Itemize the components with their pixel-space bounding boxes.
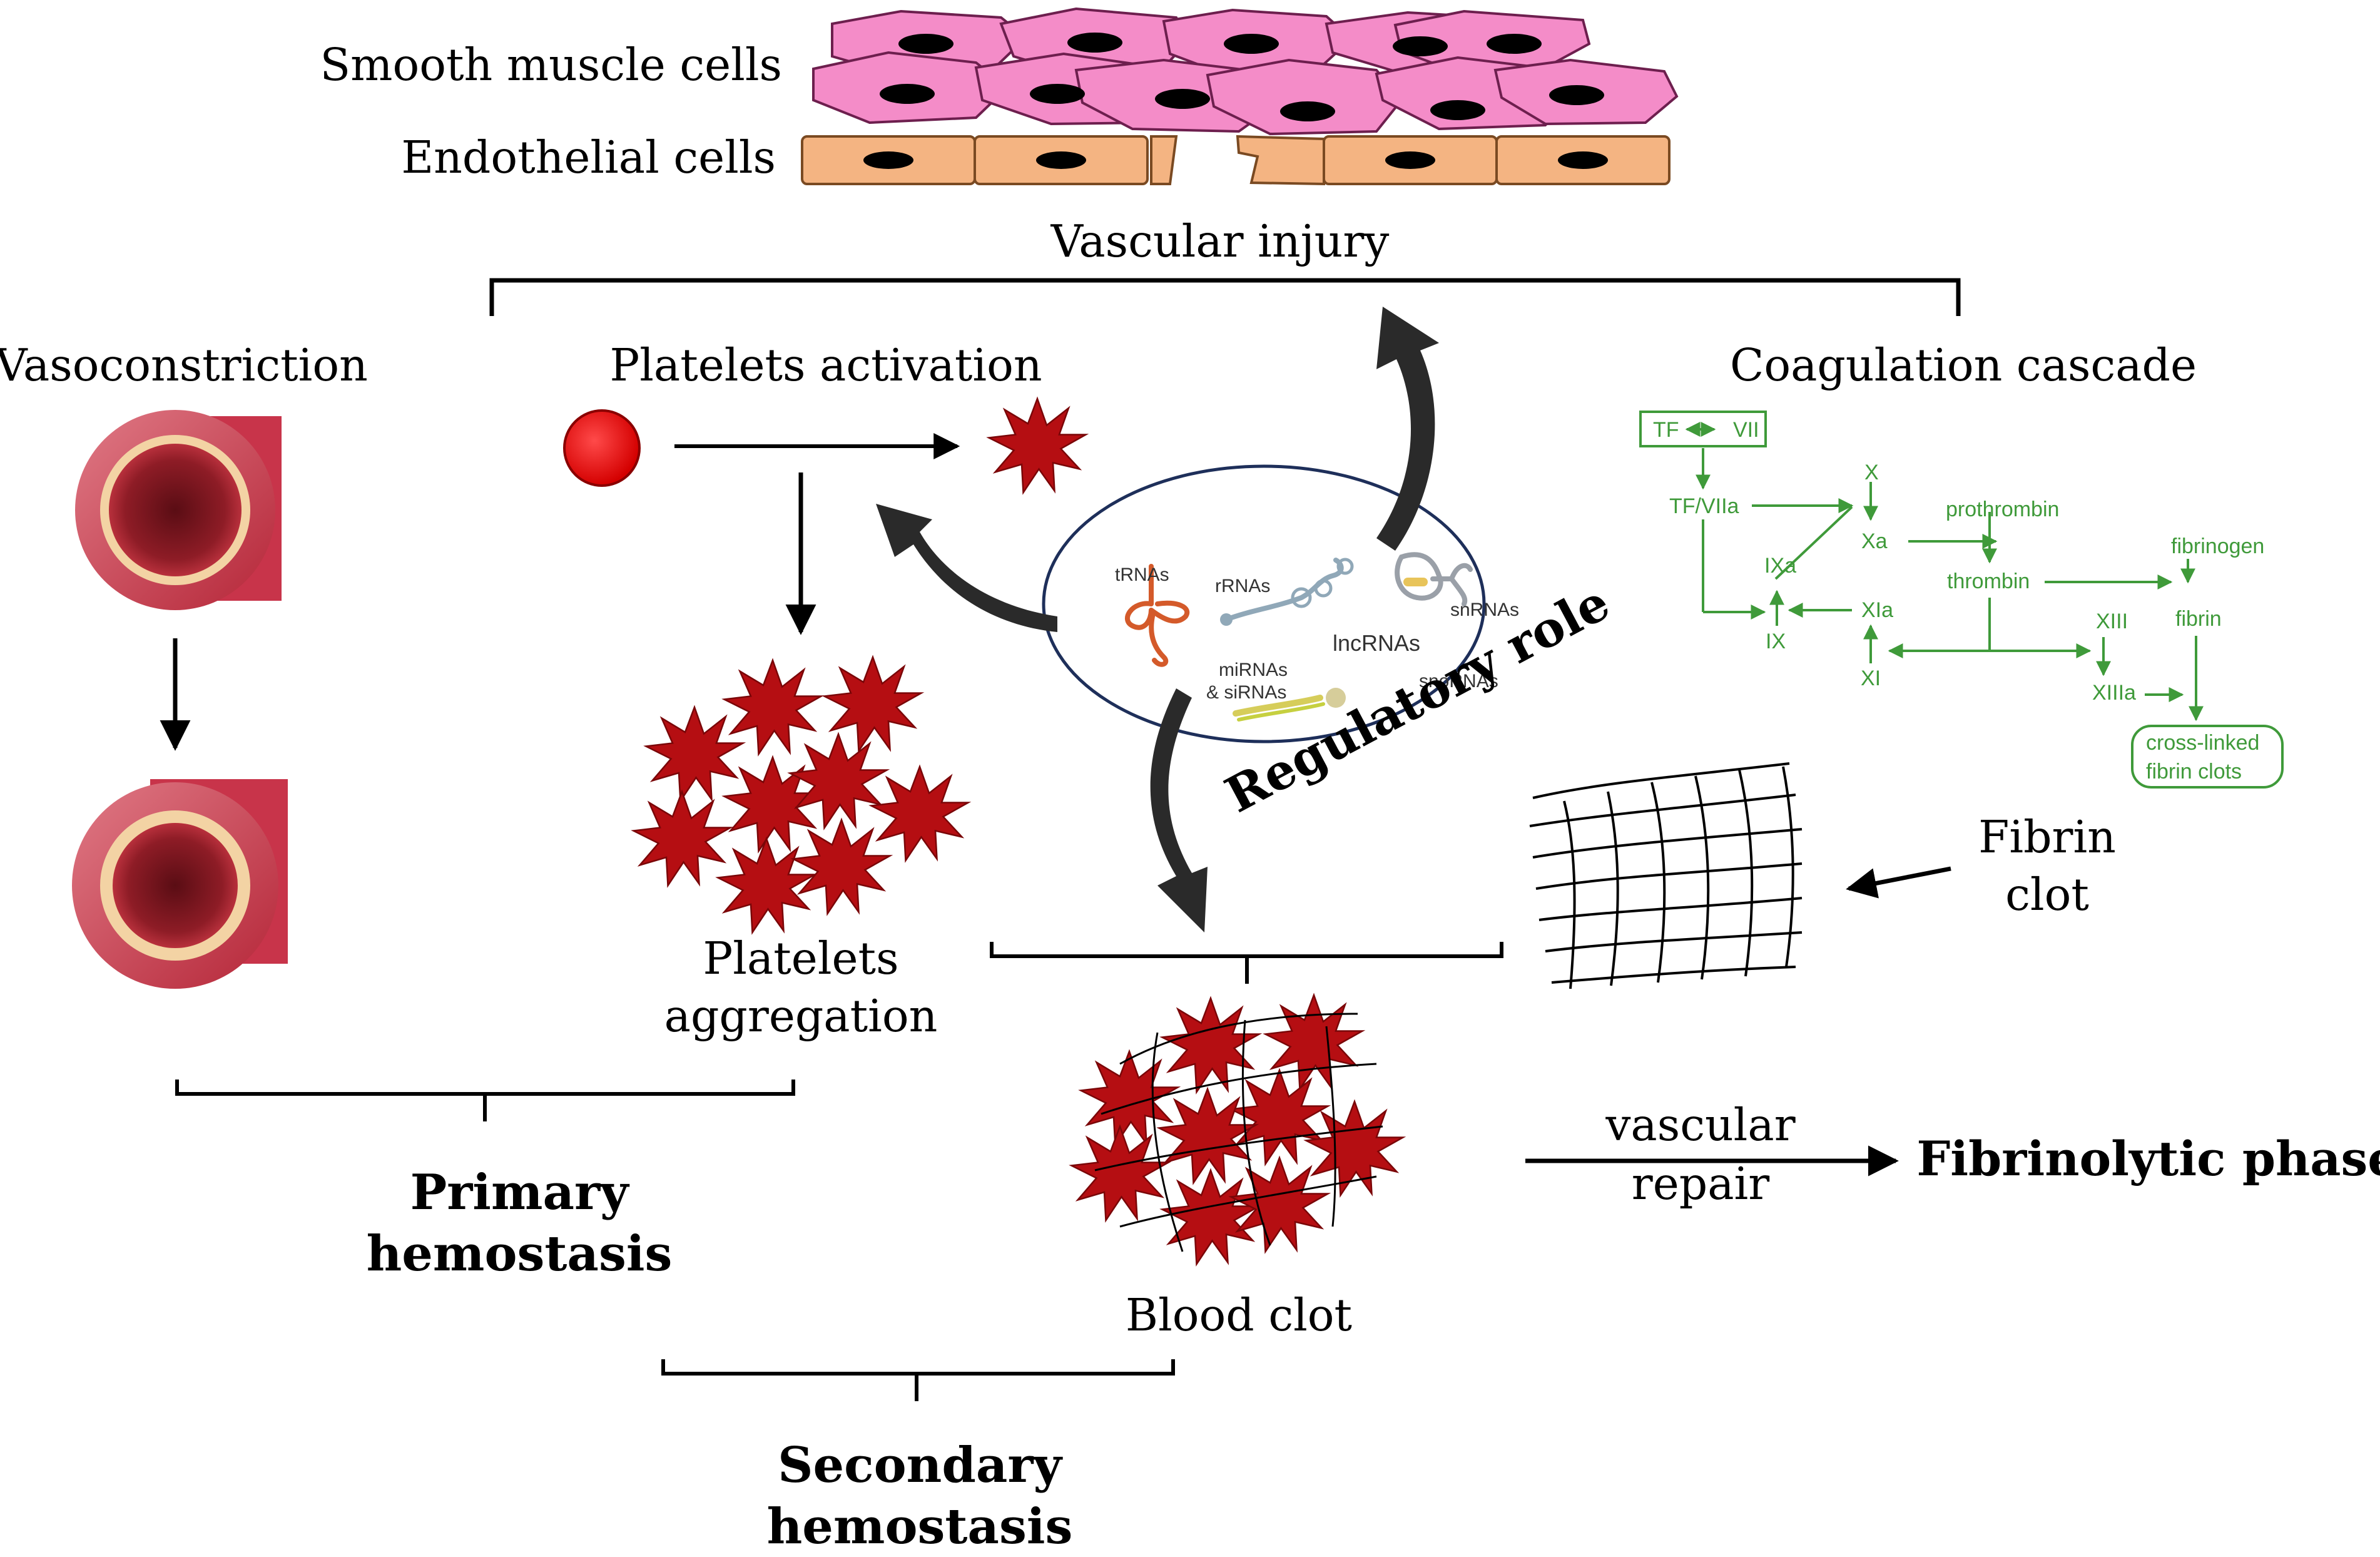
lncrna-label: lncRNAs xyxy=(1333,630,1420,656)
smooth-muscle-layer xyxy=(812,7,1679,136)
coagulation-title: Coagulation cascade xyxy=(1730,339,2197,391)
platelets-aggregation-label-1: Platelets xyxy=(703,932,898,984)
factor-xiiia: XIIIa xyxy=(2092,681,2136,705)
regulatory-arrows xyxy=(876,307,1439,932)
secondary-hemostasis-label-2: hemostasis xyxy=(767,1498,1073,1555)
trna-label: tRNAs xyxy=(1115,564,1169,585)
smooth-muscle-label: Smooth muscle cells xyxy=(320,39,782,91)
vascular-injury-bracket xyxy=(489,278,1961,316)
primary-hemostasis-label-2: hemostasis xyxy=(367,1225,673,1282)
fibrinolytic-phase-label: Fibrinolytic phase xyxy=(1916,1131,2380,1187)
vessel-icon-dilated xyxy=(75,410,282,610)
secondary-hemostasis-label-1: Secondary xyxy=(778,1437,1063,1494)
factor-xi: XI xyxy=(1861,666,1881,690)
endothelial-label: Endothelial cells xyxy=(401,131,776,183)
factor-fibrinogen: fibrinogen xyxy=(2171,534,2264,558)
fibrin-clot-label-2: clot xyxy=(2005,869,2089,921)
fibrin-mesh xyxy=(1529,762,1803,989)
resting-platelet xyxy=(563,409,641,487)
vascular-repair-label-1: vascular xyxy=(1605,1099,1795,1151)
secondary-hemostasis-bracket xyxy=(661,1359,1175,1401)
primary-hemostasis-bracket xyxy=(175,1080,795,1121)
blood-clot-label: Blood clot xyxy=(1126,1289,1352,1341)
endothelial-layer xyxy=(801,135,1671,186)
factor-thrombin: thrombin xyxy=(1947,569,2030,593)
mirna-label-2: & siRNAs xyxy=(1206,682,1286,703)
blood-clot xyxy=(1070,994,1404,1265)
rrna-label: rRNAs xyxy=(1215,576,1270,596)
factor-xia: XIa xyxy=(1861,598,1893,622)
activated-platelet xyxy=(988,397,1087,494)
crosslinked-label-1: cross-linked xyxy=(2146,731,2259,755)
platelets-aggregation-label-2: aggregation xyxy=(664,990,938,1042)
factor-x: X xyxy=(1864,461,1879,484)
rna-ellipse xyxy=(1042,464,1486,743)
snrna-label: snRNAs xyxy=(1450,600,1519,620)
factor-ixa: IXa xyxy=(1764,554,1796,578)
vascular-injury-label: Vascular injury xyxy=(1050,215,1390,267)
factor-xa: Xa xyxy=(1861,529,1888,553)
mirna-label-1: miRNAs xyxy=(1219,660,1288,680)
rna-icons xyxy=(1125,552,1473,722)
factor-ix: IX xyxy=(1766,630,1786,653)
factor-tf-viia: TF/VIIa xyxy=(1669,494,1739,518)
blood-clot-bracket xyxy=(990,942,1503,984)
vessel-icon-constricted xyxy=(72,779,288,989)
fibrin-arrow xyxy=(1846,866,1951,899)
factor-xiii: XIII xyxy=(2096,610,2128,633)
factor-tf: TF xyxy=(1653,418,1679,442)
factor-prothrombin: prothrombin xyxy=(1946,498,2059,521)
factor-fibrin: fibrin xyxy=(2175,607,2222,631)
vascular-repair-label-2: repair xyxy=(1632,1158,1769,1210)
vasoconstriction-label: Vasoconstriction xyxy=(0,339,368,391)
snorna-label: snoRNAs xyxy=(1419,671,1498,692)
platelets-activation-label: Platelets activation xyxy=(609,339,1042,391)
fibrin-clot-label-1: Fibrin xyxy=(1978,811,2116,863)
factor-vii: VII xyxy=(1733,418,1759,442)
coagulation-cascade xyxy=(1639,411,2284,789)
platelet-aggregate xyxy=(633,656,969,934)
primary-hemostasis-label-1: Primary xyxy=(410,1164,631,1221)
crosslinked-label-2: fibrin clots xyxy=(2146,760,2242,784)
